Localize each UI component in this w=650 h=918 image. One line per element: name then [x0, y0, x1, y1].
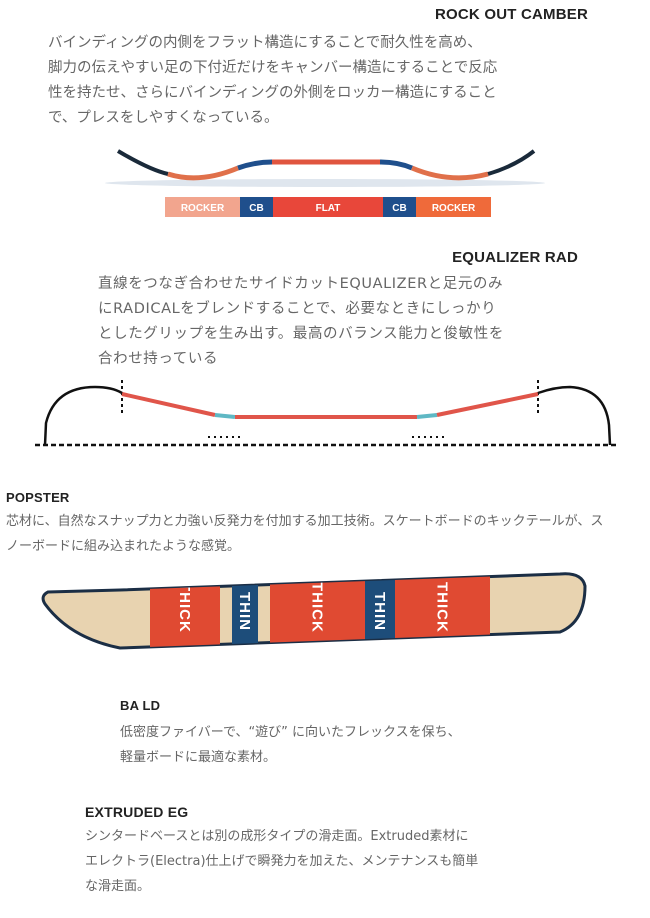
equalizer-rad-diagram — [35, 380, 618, 447]
zone-label: THICK — [176, 582, 193, 633]
profile-label-bar: ROCKER CB FLAT CB ROCKER — [165, 197, 491, 217]
text-line: 性を持たせ、さらにバインディングの外側をロッカー構造にすること — [48, 85, 497, 101]
rocker-left — [167, 165, 239, 181]
extruded-eg-title: EXTRUDED EG — [85, 804, 189, 820]
zone-thin — [365, 573, 395, 648]
camber-left — [237, 159, 273, 171]
popster-text: 芯材に、自然なスナップ力と力強い反発力を付加する加工技術。スケートボードのキック… — [6, 510, 603, 560]
zone-label: THIN — [236, 592, 253, 631]
zone-label: THICK — [434, 582, 451, 633]
rock-out-camber-text: バインディングの内側をフラット構造にすることで耐久性を高め、 脚力の伝えやすい足… — [48, 31, 497, 131]
core-zones: THICK THIN THICK THIN THICK — [150, 573, 490, 648]
rocker-right — [411, 165, 489, 181]
zone-label: THIN — [371, 592, 388, 631]
camber-right — [379, 159, 413, 171]
popster-board-diagram: THICK THIN THICK THIN THICK — [41, 572, 587, 650]
text-line: で、プレスをしやすくなっている。 — [48, 110, 279, 126]
text-line: シンタードベースとは別の成形タイプの滑走面。Extruded素材に — [85, 829, 469, 844]
sidecut-straight — [121, 392, 216, 417]
extruded-eg-text: シンタードベースとは別の成形タイプの滑走面。Extruded素材に エレクトラ(… — [85, 824, 478, 899]
text-line: な滑走面。 — [85, 879, 151, 894]
segment-label: ROCKER — [181, 203, 225, 214]
text-line: ノーボードに組み込まれたような感覚。 — [6, 539, 241, 554]
shadow — [105, 179, 545, 187]
text-line: エレクトラ(Electra)仕上げで瞬発力を加えた、メンテナンスも簡単 — [85, 854, 479, 869]
sidecut-radial — [416, 413, 438, 419]
text-line: 芯材に、自然なスナップ力と力強い反発力を付加する加工技術。スケートボードのキック… — [6, 514, 604, 529]
zone-thin — [232, 573, 258, 648]
equalizer-rad-title: EQUALIZER RAD — [452, 249, 578, 266]
sidecut-straight — [436, 392, 539, 417]
segment-flat — [273, 197, 383, 217]
segment-cb — [383, 197, 416, 217]
text-line: 脚力の伝えやすい足の下付近だけをキャンバー構造にすることで反応 — [48, 60, 498, 76]
equalizer-rad-text: 直線をつなぎ合わせたサイドカットEQUALIZERと足元のみ にRADICALを… — [98, 272, 504, 372]
zone-label: THICK — [309, 582, 326, 633]
nose-outline — [43, 385, 123, 446]
segment-cb — [240, 197, 273, 217]
text-line: 低密度ファイバーで、“遊び” に向いたフレックスを保ち、 — [120, 725, 461, 740]
tip-black — [116, 149, 169, 176]
rock-out-camber-diagram: ROCKER CB FLAT CB ROCKER — [105, 149, 545, 217]
text-line: 合わせ持っている — [98, 351, 219, 367]
text-line: バインディングの内側をフラット構造にすることで耐久性を高め、 — [48, 35, 482, 51]
zone-thick — [270, 573, 365, 648]
text-line: にRADICALをブレンドすることで、必要なときにしっかり — [98, 301, 497, 317]
segment-rocker — [416, 197, 491, 217]
segment-label: ROCKER — [432, 203, 476, 214]
segment-label: CB — [392, 203, 406, 214]
text-line: 直線をつなぎ合わせたサイドカットEQUALIZERと足元のみ — [98, 276, 504, 292]
bald-text: 低密度ファイバーで、“遊び” に向いたフレックスを保ち、 軽量ボードに最適な素材… — [120, 721, 461, 771]
sidecut-radial — [214, 413, 236, 419]
tail-outline — [537, 385, 612, 446]
text-line: 軽量ボードに最適な素材。 — [120, 750, 277, 765]
text-line: としたグリップを生み出す。最高のバランス能力と俊敏性を — [98, 326, 504, 342]
bald-title: BA LD — [120, 698, 161, 713]
segment-label: CB — [249, 203, 263, 214]
tail-black — [487, 149, 536, 176]
segment-rocker — [165, 197, 240, 217]
rock-out-camber-title: ROCK OUT CAMBER — [435, 6, 588, 23]
popster-title: POPSTER — [6, 490, 70, 505]
segment-label: FLAT — [316, 203, 341, 214]
